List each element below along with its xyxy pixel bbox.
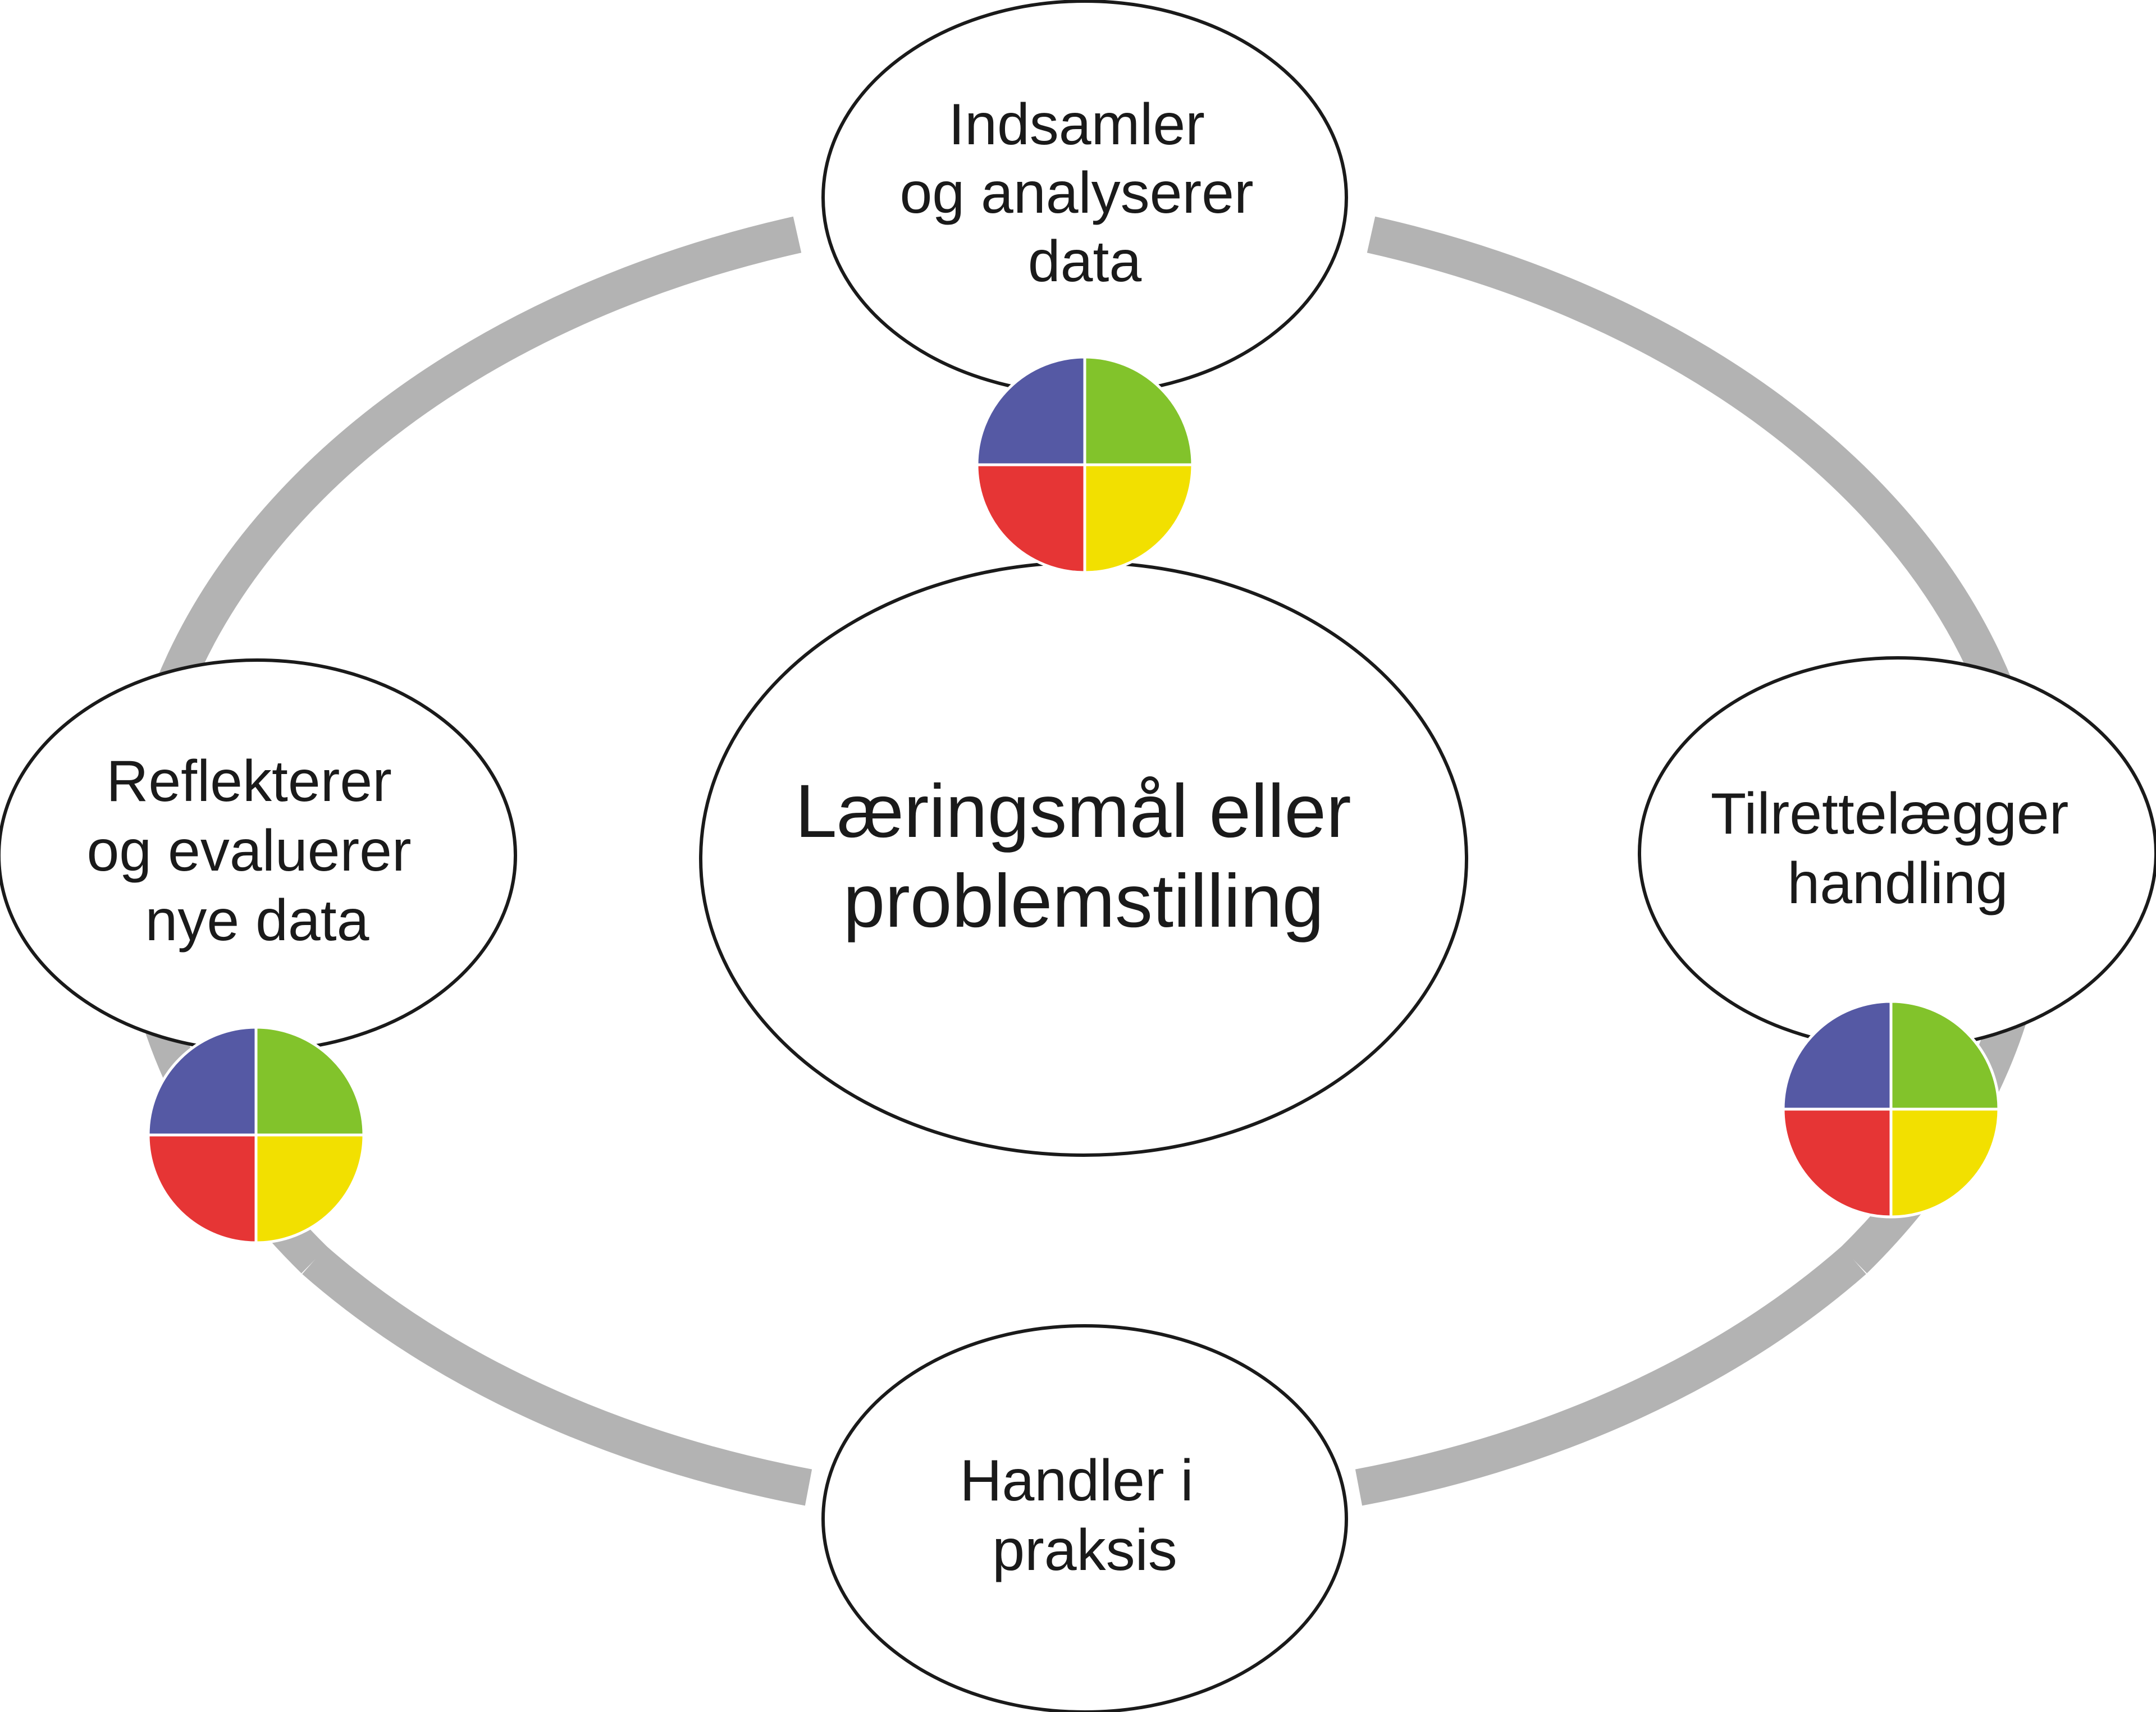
top-label: Indsamler og analyserer data	[899, 92, 1269, 294]
left-label-line-2: og evaluerer	[86, 818, 411, 884]
top-label-line-3: data	[1028, 229, 1142, 294]
node-right[interactable]: Tilrettelægger handling	[1638, 656, 2156, 1050]
pie-marker-left	[148, 1027, 364, 1243]
ring-arc-bottom-to-left	[302, 1246, 812, 1506]
bottom-label-line-2: praksis	[992, 1518, 1177, 1583]
right-label: Tilrettelægger handling	[1711, 781, 2085, 916]
center-ellipse-shape	[699, 561, 1468, 1157]
bottom-label-line-1: Handler i	[960, 1448, 1193, 1513]
right-label-line-2: handling	[1787, 851, 2008, 916]
top-label-line-2: og analyserer	[899, 161, 1253, 226]
node-top[interactable]: Indsamler og analyserer data	[821, 0, 1348, 396]
ring-arc-right-to-bottom	[1355, 1246, 1866, 1506]
center-label-line-1: Læringsmål eller	[795, 770, 1351, 853]
left-label-line-3: nye data	[145, 888, 369, 953]
left-label: Reflekterer og evaluerer nye data	[86, 749, 427, 953]
left-label-line-1: Reflekterer	[106, 749, 392, 814]
node-bottom[interactable]: Handler i praksis	[821, 1324, 1348, 1712]
center-label-line-2: problemstilling	[843, 859, 1324, 943]
pie-marker-top-shape	[977, 357, 1193, 573]
bottom-ellipse-shape	[821, 1324, 1348, 1712]
top-label-line-1: Indsamler	[948, 92, 1205, 157]
node-left[interactable]: Reflekterer og evaluerer nye data	[0, 658, 517, 1052]
node-center[interactable]: Læringsmål eller problemstilling	[699, 561, 1468, 1157]
pie-marker-left-shape	[148, 1027, 364, 1243]
pie-marker-top	[977, 357, 1193, 573]
right-label-line-1: Tilrettelægger	[1711, 781, 2069, 846]
pie-marker-right-shape	[1783, 1001, 1999, 1217]
center-label: Læringsmål eller problemstilling	[795, 770, 1372, 943]
pie-marker-right	[1783, 1001, 1999, 1217]
bottom-label: Handler i praksis	[960, 1448, 1209, 1583]
